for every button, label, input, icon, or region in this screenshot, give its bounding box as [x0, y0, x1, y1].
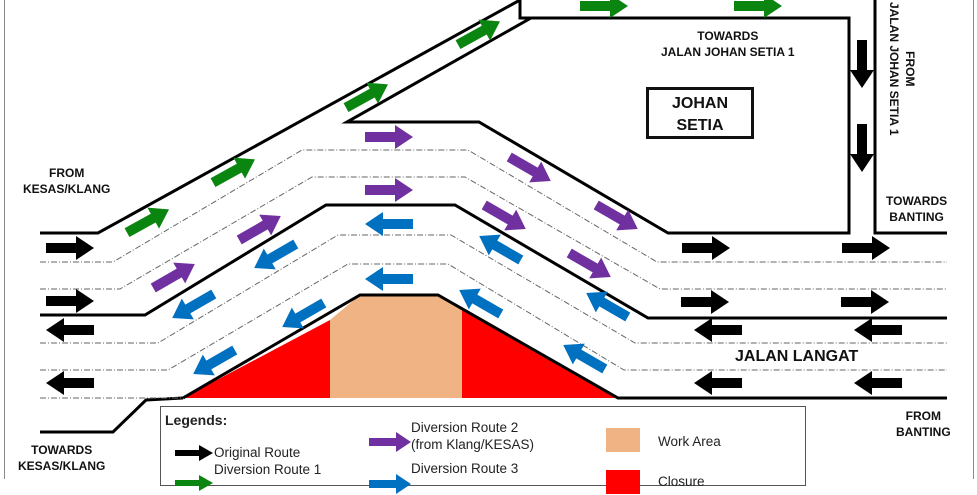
closure-area-left: [183, 320, 330, 398]
diversion-route-1-arrow-icon: [734, 0, 782, 18]
original-route-arrow-icon: [841, 290, 889, 314]
diversion-route-3-arrow-icon: [459, 288, 504, 319]
diversion-route-2-arrow-icon: [365, 178, 413, 202]
diversion-route-2-arrow-icon: [236, 214, 281, 245]
original-route-arrow-icon: [854, 371, 902, 395]
label-from-jalan-johan-setia-1: FROM JALAN JOHAN SETIA 1: [886, 2, 918, 136]
label-line: BANTING: [889, 210, 944, 224]
road-edge-right-stub: [873, 0, 947, 235]
diversion-route-3-arrow-icon: [172, 289, 217, 320]
road-edge-johan-setia-block: [518, 0, 851, 176]
diversion-route-2-arrow-icon: [506, 152, 551, 183]
closure-work-zone: [183, 295, 618, 398]
label-jalan-langat: JALAN LANGAT: [735, 348, 859, 365]
label-line: FROM: [905, 409, 941, 423]
original-route-arrow-icon: [46, 289, 94, 313]
road-edge-top-outer: [40, 0, 521, 235]
legend: Legends: Original Route Diversion Route …: [160, 406, 806, 494]
diversion-route-3-arrow-icon: [282, 298, 327, 329]
legend-closure-swatch: [606, 470, 640, 494]
label-line: TOWARDS: [886, 194, 948, 208]
label-line: KESAS/KLANG: [23, 182, 111, 196]
lane-divider: [40, 176, 947, 290]
diversion-route-2-arrow-icon: [365, 125, 413, 149]
diversion-route-1-arrow-icon: [580, 0, 628, 18]
lane-divider: [40, 234, 947, 344]
legend-original-route-arrow-icon: [175, 445, 213, 461]
original-route-arrow-icon: [682, 236, 730, 260]
legend-diversion-route-1-label: Diversion Route 1: [214, 462, 322, 477]
label-line: JALAN JOHAN SETIA 1: [887, 2, 901, 136]
label-towards-kesas-klang: TOWARDS KESAS/KLANG: [18, 442, 105, 474]
diversion-route-1-arrow-icon: [210, 157, 255, 188]
legend-original-route-label: Original Route: [214, 445, 301, 460]
diversion-route-2-arrow-icon: [150, 262, 195, 293]
diversion-route-2-arrow-icon: [593, 200, 638, 231]
johan-setia-area-box: JOHAN SETIA: [646, 87, 754, 139]
label-line: JOHAN: [671, 95, 728, 112]
label-line: BANTING: [896, 425, 951, 439]
diversion-route-1-arrow-icon: [343, 82, 388, 113]
original-route-arrow-icon: [46, 318, 94, 342]
original-route-arrow-icon: [694, 371, 742, 395]
route-arrows: [46, 0, 902, 395]
road-edge-ramp-inner: [341, 16, 851, 235]
legend-diversion-route-3-label: Diversion Route 3: [411, 461, 519, 476]
diversion-route-2-arrow-icon: [566, 248, 611, 279]
diversion-route-3-arrow-icon: [365, 267, 413, 291]
road-edge-median: [40, 203, 947, 320]
label-line: FROM: [903, 51, 917, 87]
lane-divider: [40, 263, 947, 371]
diversion-route-3-arrow-icon: [586, 291, 631, 322]
diversion-route-3-arrow-icon: [365, 212, 413, 236]
label-line: TOWARDS: [31, 443, 93, 457]
work-area: [330, 295, 462, 398]
legend-work-area-swatch: [606, 428, 640, 452]
label-line: SETIA: [676, 117, 724, 134]
diversion-route-1-arrow-icon: [455, 19, 500, 50]
diversion-route-3-arrow-icon: [563, 343, 608, 374]
label-line: JALAN JOHAN SETIA 1: [661, 45, 795, 59]
legend-diversion-route-3-arrow-icon: [369, 474, 411, 494]
diversion-route-2-arrow-icon: [481, 200, 526, 231]
diversion-route-3-arrow-icon: [254, 239, 299, 270]
label-line: KESAS/KLANG: [18, 459, 106, 473]
original-route-arrow-icon: [850, 40, 874, 88]
legend-work-area-label: Work Area: [658, 434, 721, 449]
legend-diversion-route-2-arrow-icon: [369, 432, 411, 452]
label-line: (from Klang/KESAS): [411, 437, 535, 452]
label-towards-banting: TOWARDS BANTING: [886, 193, 947, 225]
original-route-arrow-icon: [842, 236, 890, 260]
road-edge-bottom: [182, 293, 947, 400]
road-edges: [40, 0, 947, 434]
original-route-arrow-icon: [850, 124, 874, 172]
original-route-arrow-icon: [694, 318, 742, 342]
lane-dividers: [40, 149, 947, 399]
legend-diversion-route-2-label: Diversion Route 2 (from Klang/KESAS): [411, 419, 534, 453]
legend-diversion-route-1-arrow-icon: [175, 475, 213, 491]
original-route-arrow-icon: [681, 290, 729, 314]
label-towards-jalan-johan-setia-1: TOWARDS JALAN JOHAN SETIA 1: [661, 28, 795, 60]
traffic-diversion-diagram: [40, 0, 947, 434]
original-route-arrow-icon: [46, 371, 94, 395]
original-route-arrow-icon: [46, 236, 94, 260]
label-from-kesas-klang: FROM KESAS/KLANG: [23, 165, 110, 197]
diversion-route-3-arrow-icon: [479, 234, 524, 265]
label-line: Diversion Route 2: [411, 420, 519, 435]
label-from-banting: FROM BANTING: [896, 408, 951, 440]
legend-closure-label: Closure: [658, 474, 705, 489]
legend-title: Legends:: [165, 412, 228, 428]
label-line: FROM: [49, 166, 85, 180]
original-route-arrow-icon: [854, 318, 902, 342]
diagram-frame: [4, 0, 974, 479]
diversion-route-1-arrow-icon: [124, 207, 169, 238]
lane-divider: [40, 149, 947, 263]
label-line: TOWARDS: [697, 29, 759, 43]
road-edge-bottom-left-ramp: [40, 396, 184, 434]
diversion-route-3-arrow-icon: [193, 345, 238, 376]
